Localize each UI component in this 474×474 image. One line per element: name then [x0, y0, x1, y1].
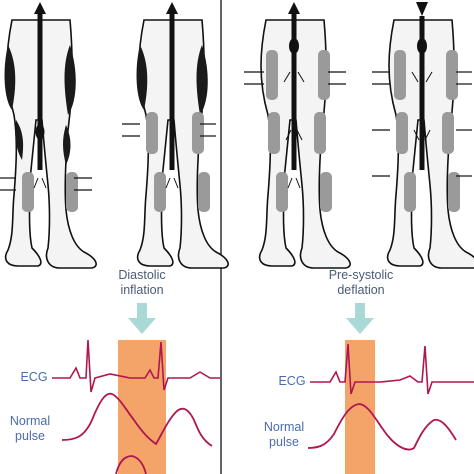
phase-label-left: Diastolic inflation	[82, 268, 202, 298]
ankle-cuff-left	[22, 172, 34, 212]
calf-cuff-left	[146, 112, 158, 154]
phase-label-right: Pre-systolic deflation	[296, 268, 426, 298]
balloon	[417, 38, 427, 54]
flow-arrow-icon	[165, 177, 171, 189]
down-arrow-icon	[416, 2, 428, 16]
pulse-line-1: Normal	[9, 414, 51, 428]
flow-arrow-icon	[287, 177, 293, 189]
thigh-cuff-inflated	[4, 45, 16, 110]
flow-arrow-icon	[425, 71, 433, 83]
pulse-label-left: Normal pulse	[0, 414, 60, 444]
ecg-label-left: ECG	[20, 370, 48, 384]
flow-arrow-icon	[283, 71, 291, 83]
flow-arrow-icon	[173, 177, 179, 189]
flow-arrow-icon	[424, 129, 431, 141]
calf-cuff-left	[396, 112, 408, 154]
ecg-label-right: ECG	[278, 374, 306, 388]
augmented-pulse-left	[115, 455, 147, 474]
thigh-cuff-inflated	[136, 45, 148, 110]
thigh-cuff-right	[446, 50, 458, 100]
flow-arrow-icon	[295, 177, 301, 189]
timing-arrow-left	[128, 303, 156, 334]
flow-arrow-icon	[285, 129, 292, 141]
timing-arrow-right	[346, 303, 374, 334]
phase-line-2: inflation	[120, 283, 164, 297]
leg-figure-1	[4, 8, 97, 269]
balloon	[289, 38, 299, 54]
phase-line-2: deflation	[337, 283, 385, 297]
calf-cuff-inflated-right	[63, 125, 71, 165]
up-arrow-icon	[34, 2, 46, 14]
calf-cuff-right	[442, 112, 454, 154]
phase-line-1: Diastolic	[118, 268, 166, 282]
leg-figure-2	[136, 8, 229, 269]
pulse-line-2: pulse	[15, 429, 45, 443]
calf-cuff-right	[314, 112, 326, 154]
ankle-cuff-left	[154, 172, 166, 212]
thigh-cuff-right	[318, 50, 330, 100]
ankle-cuff-right	[320, 172, 332, 212]
timing-band-left	[118, 340, 166, 474]
flow-arrow-icon	[411, 71, 419, 83]
flow-arrow-icon	[41, 177, 47, 189]
pulse-trace-right	[307, 403, 457, 451]
flow-arrow-icon	[413, 129, 420, 141]
thigh-cuff-inflated-right	[196, 45, 208, 115]
timing-band-right	[345, 340, 375, 474]
pulse-line-2: pulse	[269, 435, 299, 449]
flow-arrow-icon	[297, 71, 305, 83]
ankle-cuff-left	[276, 172, 288, 212]
leg-figure-3	[258, 8, 351, 269]
leg-figure-4	[386, 16, 474, 269]
ankle-cuff-right	[198, 172, 210, 212]
ankle-cuff-right	[66, 172, 78, 212]
flow-arrow-icon	[296, 129, 303, 141]
ecg-trace-right	[310, 343, 474, 395]
thigh-cuff-inflated-right	[64, 45, 76, 115]
flow-arrow-icon	[33, 177, 39, 189]
ecg-trace-left	[52, 339, 220, 393]
ankle-cuff-left	[404, 172, 416, 212]
up-arrow-icon	[288, 2, 300, 14]
calf-cuff-right	[192, 112, 204, 154]
balloon	[35, 124, 45, 140]
calf-cuff-left	[268, 112, 280, 154]
phase-line-1: Pre-systolic	[328, 268, 394, 282]
calf-cuff-inflated	[15, 120, 24, 160]
thigh-cuff-left	[394, 50, 406, 100]
up-arrow-icon	[166, 2, 178, 14]
pulse-trace-left	[61, 392, 213, 447]
pulse-line-1: Normal	[263, 420, 305, 434]
pulse-label-right: Normal pulse	[254, 420, 314, 450]
ankle-cuff-right	[448, 172, 460, 212]
thigh-cuff-left	[266, 50, 278, 100]
